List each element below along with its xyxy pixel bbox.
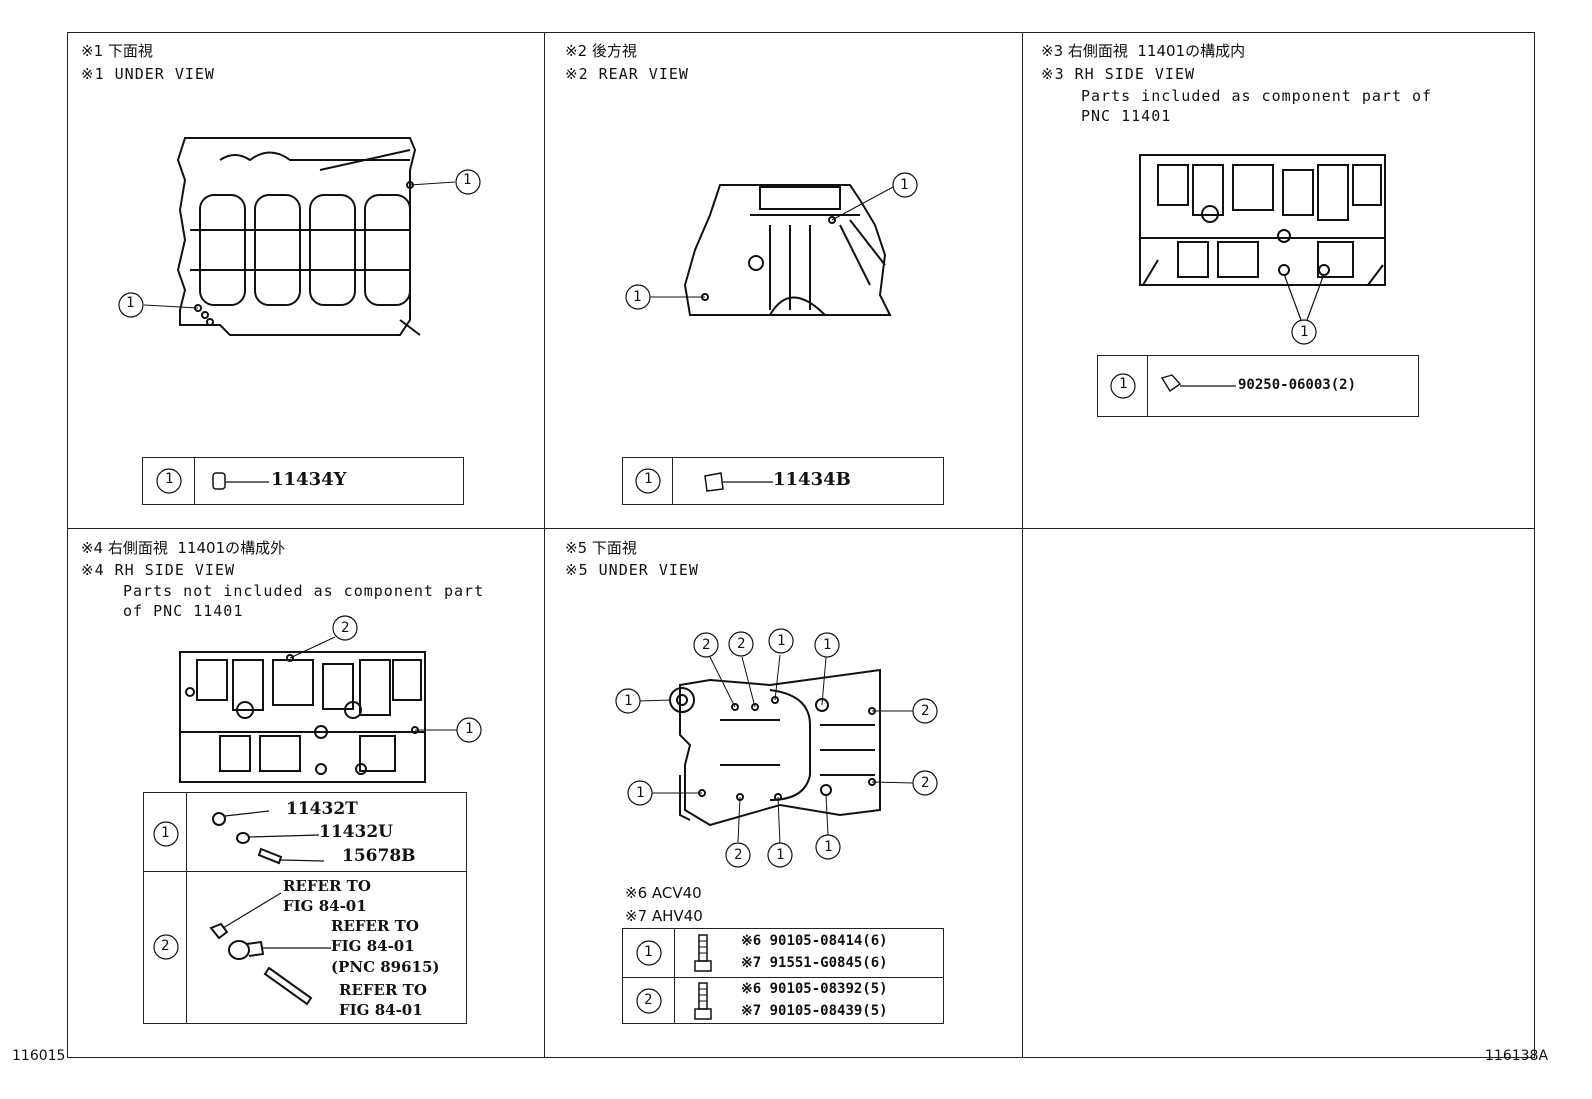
panel-3-callout-label: 1	[1300, 324, 1310, 340]
p5-callout-f: 2	[921, 703, 931, 719]
refer-fig-2: FIG 84-01	[331, 937, 415, 955]
part-number-11434B: 11434B	[773, 469, 851, 490]
panel-4-rh-side-drawing	[179, 615, 482, 783]
panel-4-callout-2-label: 2	[341, 620, 351, 636]
parts-table-index-cell	[623, 458, 673, 504]
panel-2-title-jp: ※2 後方視	[565, 42, 637, 60]
parts-table-index: 1	[644, 471, 654, 487]
panel-3-note-line1: Parts included as component part of	[1081, 87, 1433, 105]
panel-1-callout-label-b: 1	[126, 295, 136, 311]
panel-4-note-line1: Parts not included as component part	[123, 582, 485, 600]
part-90105-08439: ※7 90105-08439(5)	[741, 1003, 888, 1019]
panel-4-callout-1-label: 1	[465, 721, 475, 737]
p5-callout-e: 1	[624, 693, 634, 709]
p5-callout-g: 2	[921, 775, 931, 791]
callout-1-icon	[153, 821, 179, 847]
panel-2-engine-rear-drawing	[625, 172, 918, 316]
refer-fig-1: FIG 84-01	[283, 897, 367, 915]
variant-acv40: ※6 ACV40	[625, 884, 702, 902]
parts-table-index-col	[144, 793, 187, 1023]
p5-callout-d: 1	[823, 637, 833, 653]
panel-4-title-jp: ※4 右側面視 11401の構成外	[81, 539, 286, 557]
panel-1-callout-label-a: 1	[463, 172, 473, 188]
plug-bolt-washer-icons	[212, 810, 325, 865]
callout-1-icon	[636, 940, 662, 966]
part-90105-08392: ※6 90105-08392(5)	[741, 981, 888, 997]
p5-callout-a: 2	[702, 637, 712, 653]
bolt-icon-1	[694, 934, 712, 972]
parts-table-row-divider	[144, 871, 466, 872]
refer-pnc-2: (PNC 89615)	[331, 958, 440, 976]
p5-callout-b: 2	[737, 636, 747, 652]
refer-to-1: REFER TO	[283, 877, 371, 895]
p5-callout-h: 1	[636, 785, 646, 801]
panel-3-title-en: ※3 RH SIDE VIEW	[1041, 65, 1195, 83]
panel-1-title-en: ※1 UNDER VIEW	[81, 65, 215, 83]
panel-2-callout-label-a: 1	[900, 177, 910, 193]
parts-table-index-2: 2	[161, 938, 171, 954]
parts-table-index: 1	[165, 471, 175, 487]
part-number-11432T: 11432T	[286, 799, 358, 819]
p5-callout-j: 1	[776, 847, 786, 863]
panel-2-callout-label-b: 1	[633, 289, 643, 305]
figure-id-right: 116138A	[1485, 1048, 1549, 1064]
parts-table-index-1: 1	[161, 825, 171, 841]
parts-table-index-2: 2	[644, 992, 654, 1008]
panel-3-title-jp: ※3 右側面視 11401の構成内	[1041, 42, 1246, 60]
plug-icon	[1160, 374, 1236, 392]
callout-1-icon	[1110, 373, 1136, 399]
bolt-icon-2	[694, 982, 712, 1020]
parts-table-row-divider	[623, 977, 943, 978]
callout-1-icon	[635, 468, 661, 494]
sensor-bolt-icons	[209, 892, 331, 1006]
panel-5-parts-table: 1 2 ※6 90105-08414(6) ※7 91551-G0845(6) …	[622, 928, 944, 1024]
part-number-11432U: 11432U	[319, 822, 393, 842]
part-90105-08414: ※6 90105-08414(6)	[741, 933, 888, 949]
panel-6-empty	[1022, 528, 1535, 1058]
panel-4-note-line2: of PNC 11401	[123, 602, 244, 620]
callout-2-icon	[153, 934, 179, 960]
panel-3-rh-side-drawing	[1139, 154, 1386, 345]
dowel-pin-icon	[212, 472, 269, 490]
parts-table-index-col	[623, 929, 675, 1023]
part-number-15678B: 15678B	[342, 846, 416, 866]
refer-to-2: REFER TO	[331, 917, 419, 935]
part-91551-G0845: ※7 91551-G0845(6)	[741, 955, 888, 971]
parts-table-index-cell	[1098, 356, 1148, 416]
p5-callout-k: 1	[824, 839, 834, 855]
panel-5-title-jp: ※5 下面視	[565, 539, 637, 557]
panel-4-title-en: ※4 RH SIDE VIEW	[81, 561, 235, 579]
parts-table-index-cell	[143, 458, 195, 504]
p5-callout-c: 1	[777, 633, 787, 649]
callout-1-icon	[156, 468, 182, 494]
panel-3-note-line2: PNC 11401	[1081, 107, 1172, 125]
callout-2-icon	[636, 988, 662, 1014]
refer-to-3: REFER TO	[339, 981, 427, 999]
part-number-11434Y: 11434Y	[271, 469, 347, 490]
panel-1-title-jp: ※1 下面視	[81, 42, 153, 60]
figure-id-left: 116015	[12, 1048, 66, 1064]
panel-4-parts-table: 1 2 11432T 11432U 15678B REFER TO FIG 84…	[143, 792, 467, 1024]
knock-pin-icon	[704, 472, 773, 492]
variant-ahv40: ※7 AHV40	[625, 907, 703, 925]
panel-1-engine-block-drawing	[118, 137, 481, 336]
refer-fig-3: FIG 84-01	[339, 1001, 423, 1019]
parts-table-index: 1	[1119, 376, 1129, 392]
panel-3-parts-table: 1 90250-06003(2)	[1097, 355, 1419, 417]
parts-table-index-1: 1	[644, 944, 654, 960]
panel-5-underside-drawing	[615, 628, 938, 868]
panel-2-title-en: ※2 REAR VIEW	[565, 65, 689, 83]
panel-1-parts-table: 1 11434Y	[142, 457, 464, 505]
panel-5-title-en: ※5 UNDER VIEW	[565, 561, 699, 579]
panel-2-parts-table: 1 11434B	[622, 457, 944, 505]
p5-callout-i: 2	[734, 847, 744, 863]
part-number-90250-06003: 90250-06003(2)	[1238, 377, 1357, 393]
